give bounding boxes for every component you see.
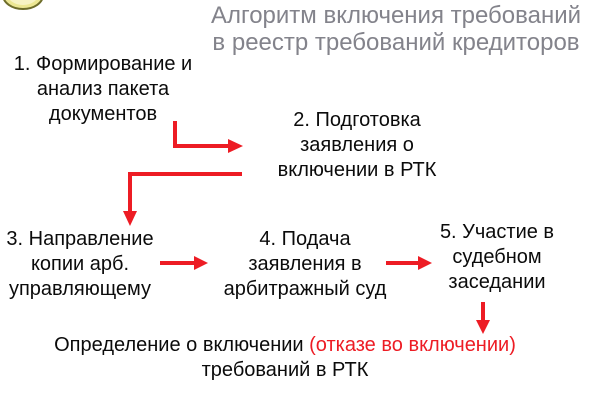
outcome-line-2: требований в РТК: [201, 359, 369, 381]
step-4-line-1: 4. Подача: [259, 228, 351, 250]
arrow-step2-to-step3: [123, 172, 242, 226]
arrow-step2-to-step3-line: [128, 172, 242, 212]
step-2-line-3: включении в РТК: [277, 159, 437, 181]
step-2-line-2: заявления о: [300, 134, 414, 156]
step-3-line-2: копии арб.: [30, 253, 130, 275]
coin-icon: [3, 0, 43, 10]
page-title-line-1: Алгоритм включения требований: [210, 2, 582, 29]
step-5-line-1: 5. Участие в: [439, 221, 555, 243]
step-1-line-1: 1. Формирование и: [13, 53, 193, 75]
step-1-line-3: документов: [48, 103, 158, 125]
outcome-prefix: Определение о включении: [54, 334, 310, 356]
step-block-2: 2. Подготовка заявления о включении в РТ…: [257, 108, 457, 183]
step-block-1: 1. Формирование и анализ пакета документ…: [3, 52, 203, 127]
step-block-5: 5. Участие в судебном заседании: [412, 220, 582, 295]
arrow-step5-to-outcome: [476, 302, 490, 334]
step-5-line-3: заседании: [448, 271, 546, 293]
arrow-step5-to-outcome-head: [476, 320, 490, 334]
step-5-line-2: судебном: [452, 246, 542, 268]
step-1-line-2: анализ пакета: [36, 78, 170, 100]
step-3-line-1: 3. Направление: [6, 228, 154, 250]
outcome-text: Определение о включении (отказе во включ…: [25, 333, 545, 383]
step-block-3: 3. Направление копии арб. управляющему: [0, 227, 180, 302]
arrow-step2-to-step3-head: [123, 211, 137, 226]
page-title-line-2: в реестр требований кредиторов: [212, 29, 580, 56]
arrow-step1-to-step2-head: [228, 139, 243, 153]
page-title: Алгоритм включения требований в реестр т…: [190, 2, 600, 56]
outcome-line-1: Определение о включении (отказе во включ…: [25, 333, 545, 358]
step-3-line-3: управляющему: [8, 278, 152, 300]
step-4-line-2: заявления в: [248, 253, 362, 275]
outcome-highlight: (отказе во включении): [309, 334, 516, 356]
coin-icon-highlight: [10, 0, 36, 5]
step-block-4: 4. Подача заявления в арбитражный суд: [205, 227, 405, 302]
step-2-line-1: 2. Подготовка: [293, 109, 421, 131]
step-4-line-3: арбитражный суд: [223, 278, 387, 300]
